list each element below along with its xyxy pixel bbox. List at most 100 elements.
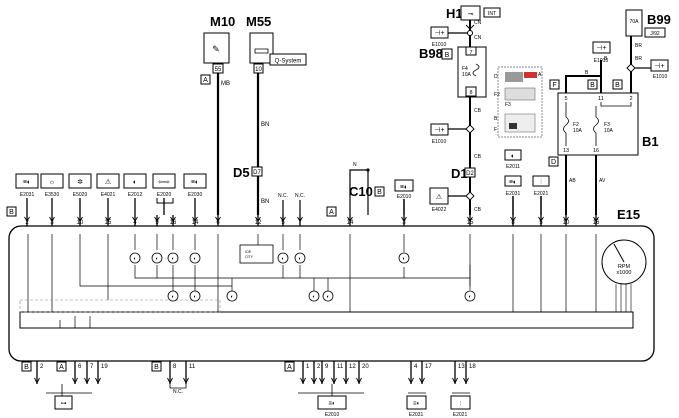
pin-label: 11 xyxy=(598,96,604,102)
pin-label: D2 xyxy=(466,171,474,177)
connector-tag-b xyxy=(21,361,32,372)
front-fog-icon: ≡◐ xyxy=(413,401,421,407)
ground-ref-label: E1010 xyxy=(594,58,609,64)
wire-color-label: CN xyxy=(474,20,482,26)
sensor-ref-label: E3530 xyxy=(45,192,60,198)
device-ref-label: E2031 xyxy=(409,412,424,418)
connector-d1-label: D1 xyxy=(451,166,468,181)
connector-arrow xyxy=(347,216,353,222)
turn-signal-icon: ⇦⇨ xyxy=(158,179,170,186)
connector-arrow xyxy=(297,216,303,222)
ground-box xyxy=(430,123,449,136)
inset-block xyxy=(509,123,517,129)
lamp-box xyxy=(406,395,427,410)
component-e15-label: E15 xyxy=(617,207,640,222)
side-lamp-icon: ≡◐ xyxy=(328,401,336,407)
fuse-label: F3 xyxy=(604,122,610,128)
warning-lamp xyxy=(464,290,476,302)
connector-arrow xyxy=(510,216,516,222)
splice-node xyxy=(366,168,370,172)
fuse-symbol xyxy=(563,116,569,146)
inset-label: F3 xyxy=(505,102,511,108)
sensor-ref-label: E2010 xyxy=(397,194,412,200)
key-icon: ⊸ xyxy=(468,11,474,18)
pin-number: 3 xyxy=(50,220,54,226)
connector-arrow xyxy=(183,377,189,385)
pin-number: 8 xyxy=(511,220,515,226)
warning-lamp xyxy=(129,252,141,264)
inset-label: F2 xyxy=(494,92,500,98)
cluster-pcb-bus xyxy=(19,311,634,329)
fog-lamp-icon: ≡◐ xyxy=(23,179,31,186)
lamp-icon: ◐ xyxy=(171,256,174,262)
connector-tag-a xyxy=(284,361,295,372)
indicator-box xyxy=(54,395,73,410)
fuse-rating: 10A xyxy=(462,72,472,78)
fuse-symbol xyxy=(593,106,599,146)
hazard-icon: ⚠ xyxy=(105,178,111,186)
lamp-icon: ◐ xyxy=(155,256,158,262)
wire-color-label: CB xyxy=(474,207,482,213)
pin-label: 7 xyxy=(469,50,472,56)
wire-bus xyxy=(169,384,187,389)
component-b1-label: B1 xyxy=(642,134,659,149)
ground-icon: ⊣+ xyxy=(434,30,444,37)
connector-tag-b xyxy=(6,206,17,217)
hazard-switch-box xyxy=(429,187,449,205)
component-h1-label: H1 xyxy=(446,6,463,21)
wire-b xyxy=(565,75,601,93)
lamp-icon: ◐ xyxy=(468,294,471,300)
pin-label: 16 xyxy=(593,148,599,154)
b1-internal-bus xyxy=(565,102,632,117)
lamp-box xyxy=(504,149,522,161)
warning-lamp xyxy=(189,252,201,264)
connector-arrow xyxy=(167,377,173,385)
pin-number: 16 xyxy=(593,220,600,226)
connector-tag-label: B xyxy=(24,364,29,371)
pin-box xyxy=(465,86,477,97)
connector-tag-label: B xyxy=(445,52,450,59)
sensor-ref-label: E4021 xyxy=(101,192,116,198)
connector-arrow xyxy=(255,216,261,222)
gauge-wiring xyxy=(615,284,632,312)
connector-arrow xyxy=(192,216,198,222)
warning-lamp xyxy=(189,290,201,302)
connector-arrow xyxy=(356,377,362,385)
pin-number: 1 xyxy=(306,364,310,370)
pin-number: 2 xyxy=(40,364,44,370)
sensor-ref-label: E2012 xyxy=(128,192,143,198)
pin-box xyxy=(465,46,477,56)
component-m55-box xyxy=(249,32,274,64)
connector-arrow xyxy=(311,377,317,385)
pin-label: 55 xyxy=(215,67,222,73)
pin-number: 8 xyxy=(173,364,177,370)
lamp-box xyxy=(532,175,550,187)
lamp-box xyxy=(394,179,414,192)
component-c10-label: C10 xyxy=(349,184,373,199)
pin-number: 2 xyxy=(25,220,29,226)
connector-tag-a xyxy=(326,206,337,217)
wire-color-label: BR xyxy=(635,43,642,49)
warning-lamp xyxy=(277,252,289,264)
sensor-ref-label: E5020 xyxy=(73,192,88,198)
connector-tag-label: A xyxy=(59,364,64,371)
connector-tag-a xyxy=(200,74,211,85)
int-tag-label: INT xyxy=(488,11,496,17)
warning-lamp xyxy=(398,252,410,264)
ground-icon: ⊣+ xyxy=(434,127,444,134)
sensor-box xyxy=(152,173,176,189)
cluster-dashed-zone xyxy=(19,299,221,313)
sensor-ref-label: E2020 xyxy=(157,192,172,198)
headlamp-icon: ◐ xyxy=(511,153,515,160)
warning-lamp xyxy=(226,290,238,302)
ground-icon: ⊣+ xyxy=(596,45,606,52)
warning-lamp xyxy=(322,290,334,302)
pin-number: 4 xyxy=(414,364,418,370)
wire-color-label: B xyxy=(585,70,589,76)
pin-number: 2 xyxy=(317,364,321,370)
wrench-icon: ✎ xyxy=(212,44,220,54)
fuse-rating: 70A xyxy=(630,19,640,25)
rpm-needle xyxy=(613,243,625,263)
